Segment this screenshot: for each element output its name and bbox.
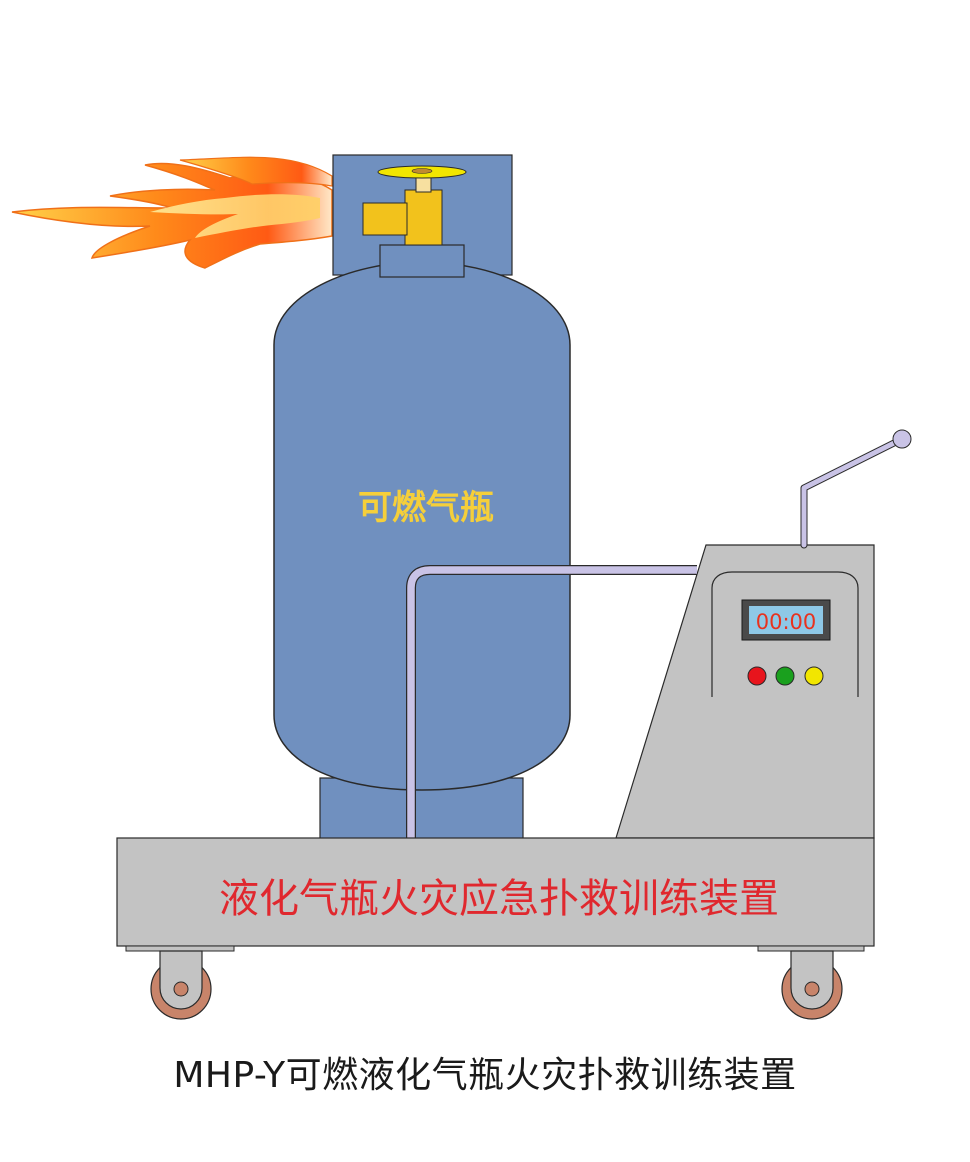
wheel-mount-left: [125, 945, 235, 952]
wheel-right-icon: [781, 950, 843, 1020]
flame-icon: [11, 156, 333, 269]
valve-icon: [362, 165, 467, 278]
cylinder-body: [273, 261, 571, 791]
control-panel-frame: [711, 571, 859, 697]
timer-display-screen: [749, 606, 823, 634]
cylinder-label: 可燃气瓶: [358, 488, 494, 528]
cart-handle[interactable]: [800, 429, 912, 549]
timer-display: 00:00: [756, 610, 817, 634]
red-indicator-light[interactable]: [747, 666, 767, 686]
yellow-indicator-light[interactable]: [804, 666, 824, 686]
control-box: [615, 544, 875, 839]
wheel-left-icon: [150, 950, 212, 1020]
handle-knob-icon: [892, 429, 912, 449]
cart-base: [116, 837, 875, 947]
green-indicator-light[interactable]: [775, 666, 795, 686]
wheel-mount-right: [757, 945, 865, 952]
figure-caption: MHP-Y可燃液化气瓶火灾扑救训练装置: [173, 1055, 797, 1096]
base-label: 液化气瓶火灾应急扑救训练装置: [219, 876, 779, 922]
gas-pipe: [406, 565, 697, 838]
